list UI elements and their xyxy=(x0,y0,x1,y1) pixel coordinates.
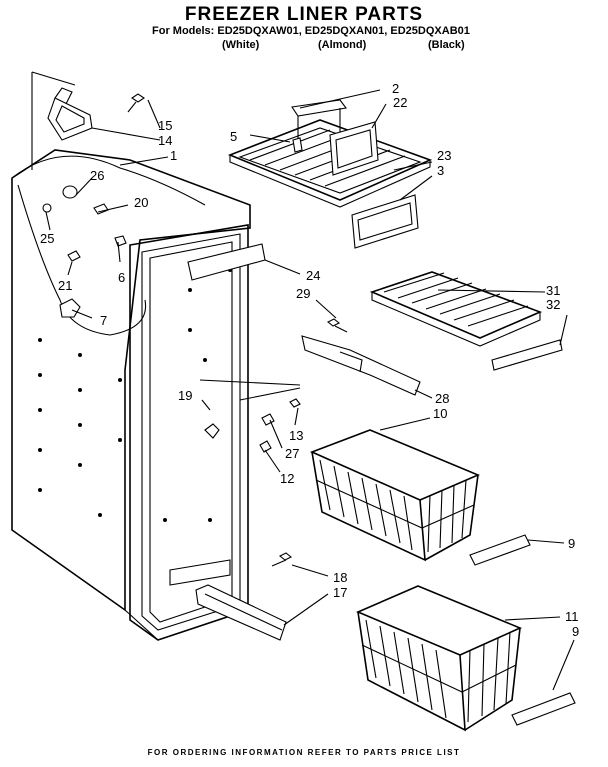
callout-13: 13 xyxy=(289,428,303,443)
cabinet-small-parts xyxy=(42,185,220,439)
callout-22: 22 xyxy=(393,95,407,110)
freezer-liner-cabinet xyxy=(11,149,251,641)
callout-18: 18 xyxy=(333,570,347,585)
callout-25: 25 xyxy=(40,231,54,246)
callout-15: 15 xyxy=(158,118,172,133)
screw-29 xyxy=(326,318,348,333)
callout-labels: 2 22 5 23 3 15 14 1 26 20 25 6 21 7 24 2… xyxy=(40,81,579,639)
ordering-footnote: FOR ORDERING INFORMATION REFER TO PARTS … xyxy=(147,748,461,757)
callout-26: 26 xyxy=(90,168,104,183)
trim-24 xyxy=(187,243,266,281)
callout-2: 2 xyxy=(392,81,399,96)
callout-29: 29 xyxy=(296,286,310,301)
callout-31: 31 xyxy=(546,283,560,298)
side-wall-holes xyxy=(38,268,232,522)
callout-19: 19 xyxy=(178,388,192,403)
leader-lines xyxy=(31,71,575,691)
wire-shelf-31 xyxy=(369,271,543,347)
screw-18 xyxy=(271,552,293,567)
callout-9-lower: 9 xyxy=(572,624,579,639)
upper-shelf-assembly xyxy=(227,99,433,249)
callout-23: 23 xyxy=(437,148,451,163)
trim-9-upper xyxy=(469,534,531,566)
callout-27: 27 xyxy=(285,446,299,461)
rail-17 xyxy=(195,584,287,641)
callout-20: 20 xyxy=(134,195,148,210)
variant-white: (White) xyxy=(222,39,260,51)
callout-3: 3 xyxy=(437,163,444,178)
models-line: For Models: ED25DQXAW01, ED25DQXAN01, ED… xyxy=(152,25,470,37)
trim-32 xyxy=(491,339,563,371)
callout-1: 1 xyxy=(170,148,177,163)
callout-10: 10 xyxy=(433,406,447,421)
screw-15 xyxy=(127,93,145,113)
basket-11 xyxy=(355,585,523,732)
callout-14: 14 xyxy=(158,133,172,148)
page-title: FREEZER LINER PARTS xyxy=(184,4,424,25)
callout-17: 17 xyxy=(333,585,347,600)
callout-24: 24 xyxy=(306,268,320,283)
variant-black: (Black) xyxy=(428,39,465,51)
callout-28: 28 xyxy=(435,391,449,406)
callout-32: 32 xyxy=(546,297,560,312)
callout-7: 7 xyxy=(100,313,107,328)
variant-almond: (Almond) xyxy=(318,39,367,51)
callout-9-upper: 9 xyxy=(568,536,575,551)
callout-5: 5 xyxy=(230,129,237,144)
trim-9-lower xyxy=(511,692,576,726)
callout-6: 6 xyxy=(118,270,125,285)
callout-11: 11 xyxy=(565,609,579,624)
callout-21: 21 xyxy=(58,278,72,293)
bracket-14 xyxy=(47,87,93,141)
shelf-support-28 xyxy=(301,335,421,396)
basket-10 xyxy=(309,429,481,562)
cam-parts xyxy=(199,379,301,453)
callout-12: 12 xyxy=(280,471,294,486)
